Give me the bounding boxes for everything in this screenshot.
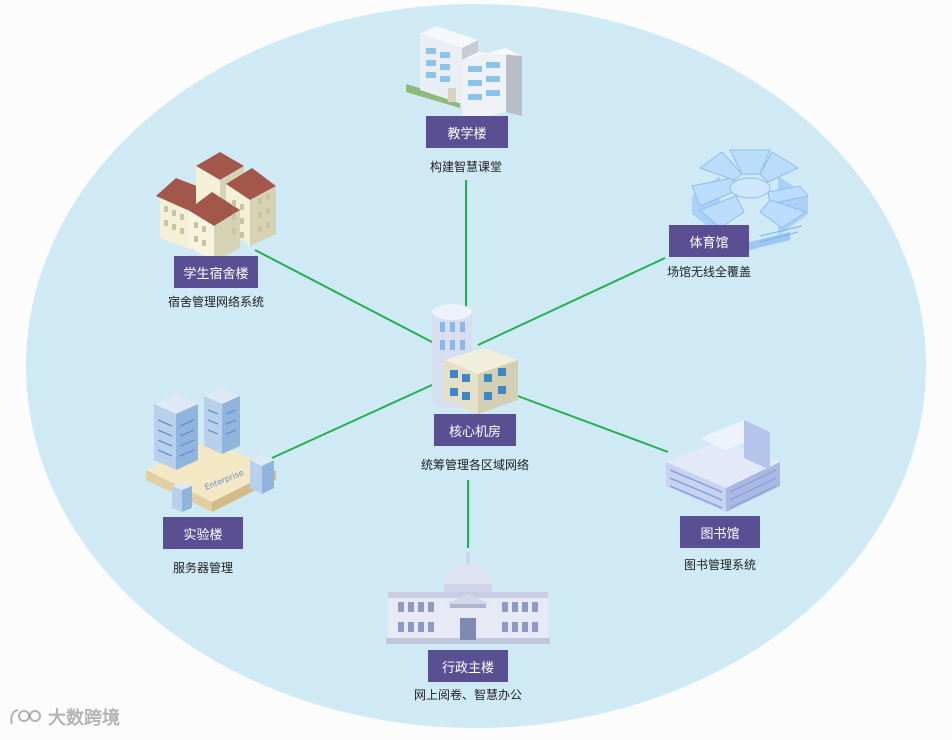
node-label-admin: 行政主楼 — [428, 650, 508, 682]
dormitory-icon — [156, 152, 276, 262]
watermark-text: 大数跨境 — [48, 708, 120, 729]
node-caption-teaching: 构建智慧课堂 — [429, 160, 502, 174]
core-server-room-icon — [432, 304, 518, 414]
node-label-stadium: 体育馆 — [669, 225, 749, 257]
library-icon — [666, 420, 780, 512]
node-caption-admin: 网上阅卷、智慧办公 — [413, 688, 522, 702]
stadium-icon — [691, 149, 809, 250]
node-label-library: 图书馆 — [680, 516, 760, 548]
node-caption-lab: 服务器管理 — [172, 561, 233, 575]
link-library — [514, 394, 669, 453]
link-lab — [271, 384, 433, 459]
teaching-building-icon — [406, 26, 522, 122]
node-label-lab: 实验楼 — [163, 517, 243, 549]
node-label-teaching: 教学楼 — [426, 116, 508, 148]
node-caption-center: 统筹管理各区域网络 — [420, 458, 529, 472]
node-caption-dorm: 宿舍管理网络系统 — [167, 295, 264, 309]
link-stadium — [477, 257, 666, 346]
node-caption-stadium: 场馆无线全覆盖 — [666, 265, 751, 279]
link-dorm — [254, 249, 433, 343]
node-caption-library: 图书管理系统 — [683, 558, 756, 572]
watermark-logo-icon — [10, 709, 41, 725]
watermark: 大数跨境 — [8, 704, 120, 730]
node-label-dorm: 学生宿舍楼 — [174, 256, 258, 288]
admin-building-icon — [386, 552, 550, 644]
node-label-center: 核心机房 — [434, 414, 516, 446]
lab-building-icon: Enterprise — [146, 388, 276, 512]
